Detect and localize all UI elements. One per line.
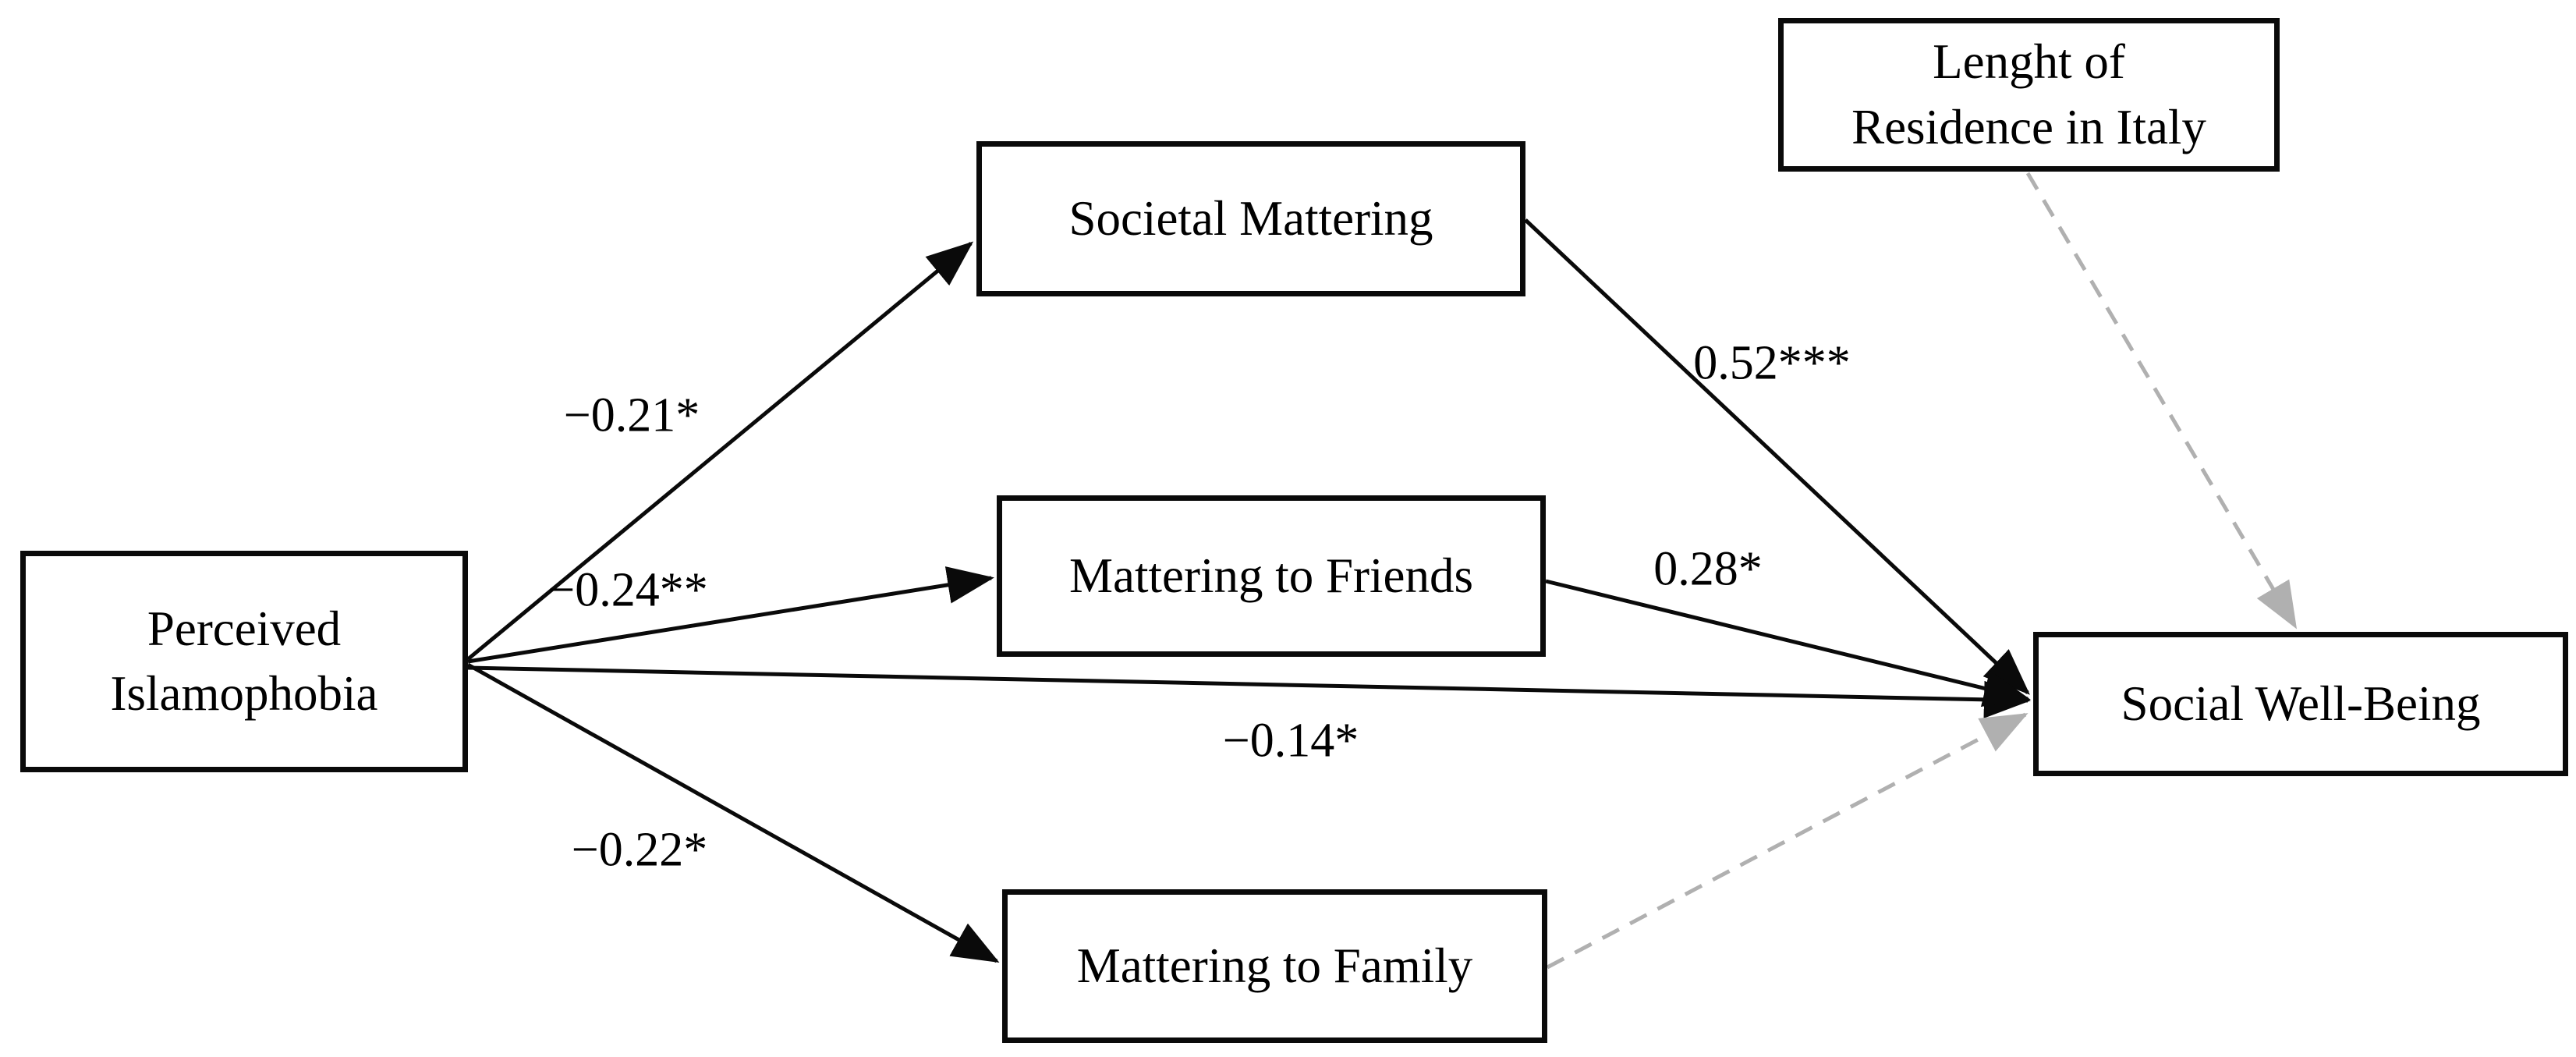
arrow-perceived-to-societal	[466, 241, 974, 661]
arrow-friends-to-swb	[1545, 579, 2031, 708]
coefficient-perceived-swb: −0.14*	[1222, 714, 1359, 768]
arrow-societal-to-swb	[1524, 218, 2030, 695]
node-label-line: Perceived	[147, 601, 342, 656]
node-mattering-to-family: Mattering to Family	[1002, 889, 1547, 1043]
node-length-of-residence: Lenght of Residence in Italy	[1778, 18, 2280, 172]
coefficient-perceived-family: −0.22*	[571, 823, 708, 877]
coefficient-friends-swb: 0.28*	[1653, 542, 1763, 596]
arrow-perceived-to-friends	[467, 566, 994, 664]
arrow-family-to-swb-dashed	[1546, 712, 2029, 970]
node-label-line: Residence in Italy	[1851, 99, 2206, 154]
node-label: Social Well-Being	[2121, 676, 2481, 731]
node-mattering-to-friends: Mattering to Friends	[997, 495, 1546, 657]
arrow-perceived-to-family	[466, 662, 1000, 963]
node-label-line: Islamophobia	[110, 666, 378, 721]
coefficient-perceived-societal: −0.21*	[563, 388, 700, 442]
node-label: Mattering to Friends	[1069, 548, 1473, 603]
arrow-length-to-swb-dashed	[2025, 172, 2298, 630]
arrow-perceived-to-swb-direct	[467, 665, 2031, 718]
node-label-line: Lenght of	[1933, 34, 2125, 90]
node-perceived-islamophobia: Perceived Islamophobia	[20, 551, 468, 772]
node-societal-mattering: Societal Mattering	[976, 141, 1525, 296]
node-social-well-being: Social Well-Being	[2033, 632, 2568, 776]
coefficient-societal-swb: 0.52***	[1693, 336, 1851, 390]
node-label: Societal Mattering	[1068, 190, 1433, 246]
coefficient-perceived-friends: −0.24**	[547, 563, 708, 617]
node-label: Mattering to Family	[1076, 938, 1473, 993]
